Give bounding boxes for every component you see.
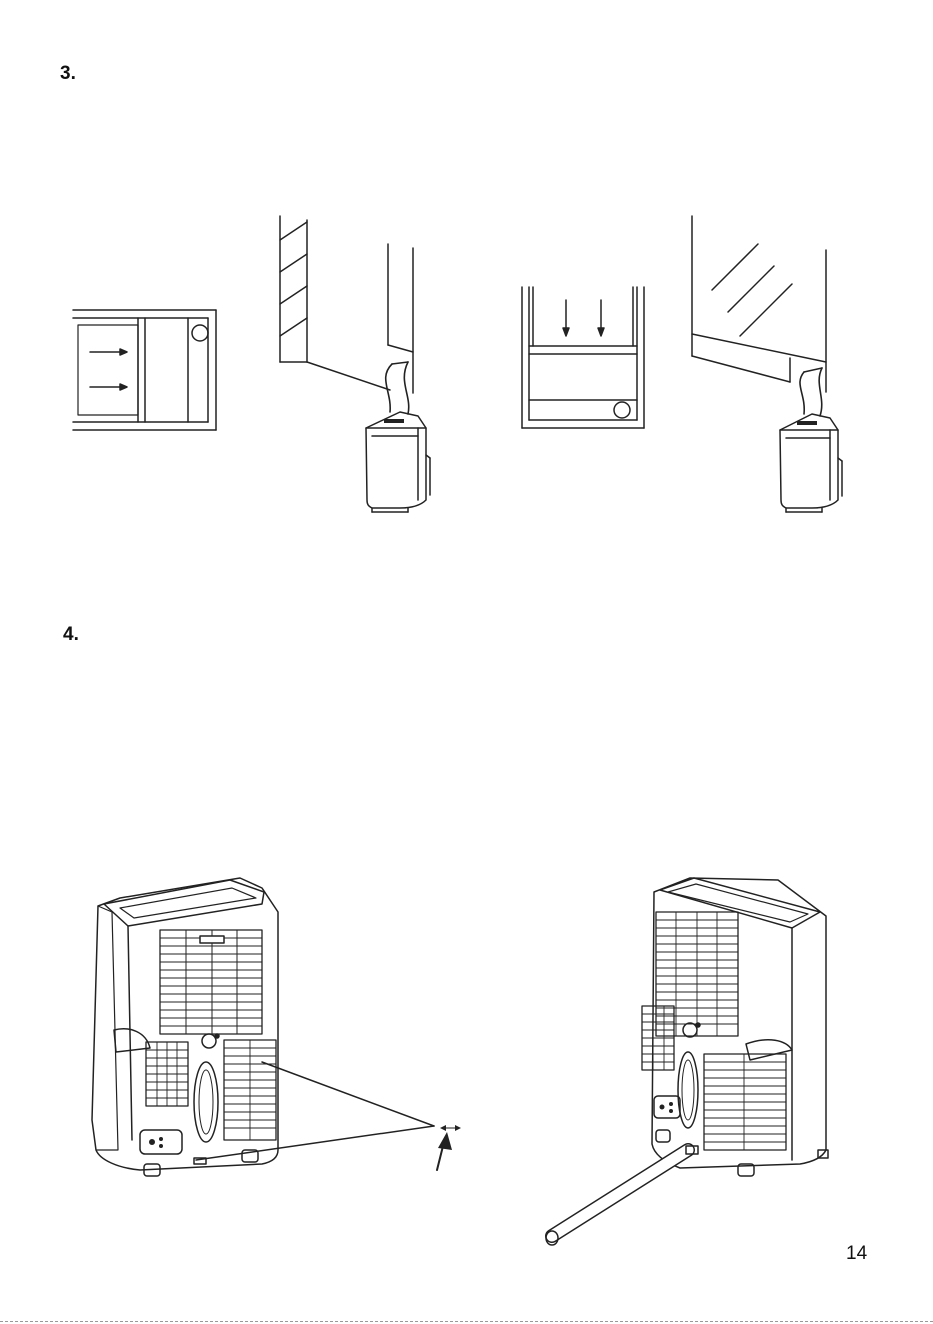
page-bottom-rule — [0, 1321, 933, 1322]
sliding-window-top-view-icon — [73, 310, 216, 430]
hung-window-front-view-icon — [522, 287, 644, 428]
unit-rear-view-drain-hose-icon — [546, 878, 828, 1245]
hung-window-with-unit-icon — [692, 216, 842, 512]
sliding-window-with-unit-icon — [280, 216, 430, 512]
unit-rear-view-drain-plug-icon — [92, 878, 461, 1176]
page-number: 14 — [846, 1243, 867, 1265]
